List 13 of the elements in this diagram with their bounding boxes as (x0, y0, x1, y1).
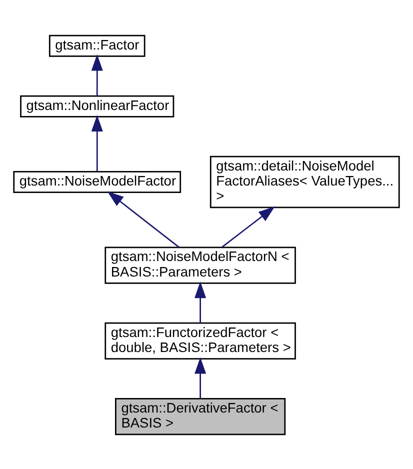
arrow (91, 114, 103, 171)
arrow (107, 190, 180, 248)
node-box: gtsam::NonlinearFactor (20, 94, 174, 117)
arrow (222, 206, 275, 248)
arrow (194, 281, 206, 322)
node-box: gtsam::DerivativeFactor < BASIS > (115, 398, 286, 435)
node-box: gtsam::NoiseModelFactor (13, 170, 182, 193)
node-box: gtsam::FunctorizedFactor < double, BASIS::Parameters > (104, 322, 296, 360)
node-box: gtsam::detail::NoiseModel FactorAliases< ValueTypes... > (210, 155, 400, 208)
arrow (91, 54, 103, 96)
node-box: gtsam::Factor (48, 34, 146, 56)
node-box: gtsam::NoiseModelFactorN < BASIS::Parameters > (104, 246, 296, 284)
arrow (194, 356, 206, 398)
